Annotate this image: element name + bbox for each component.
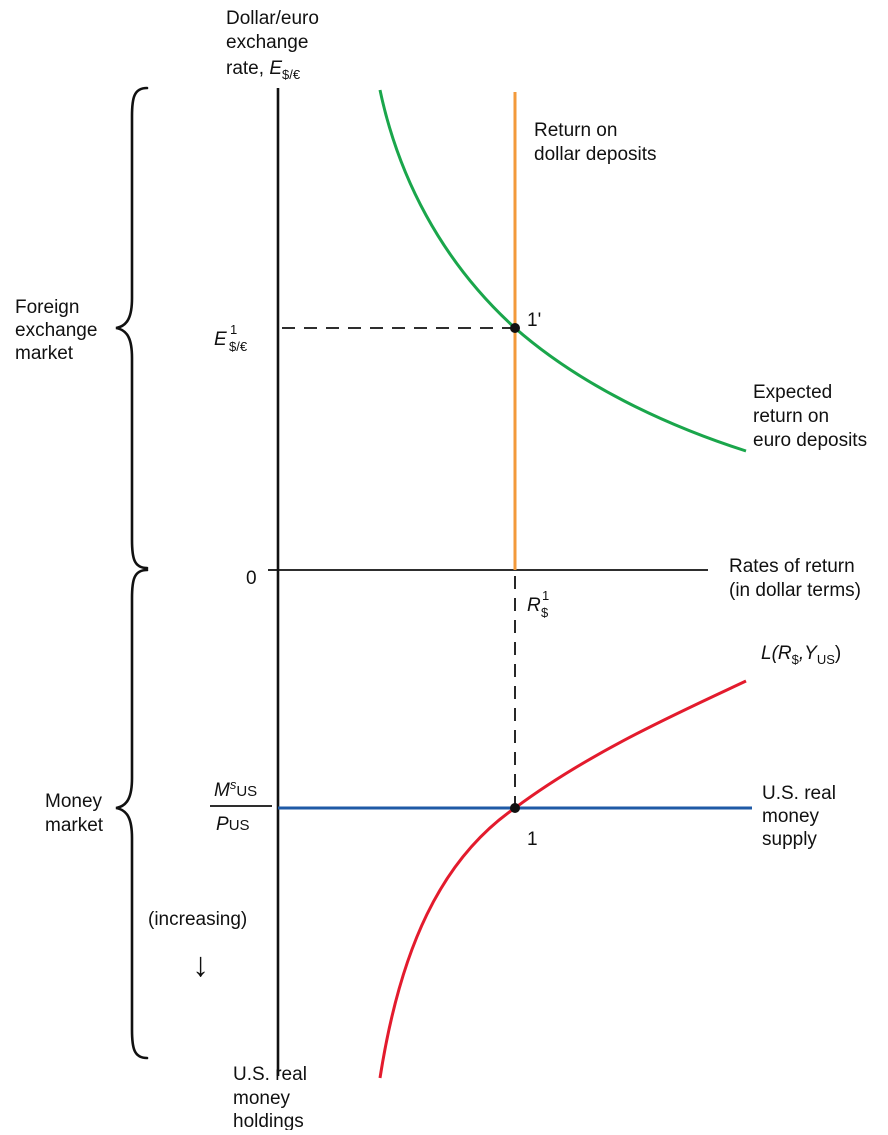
return-dollar-label: Return on dollar deposits [534,120,657,165]
money-demand-curve [378,679,747,1079]
r1-label: R 1 [527,588,549,616]
point-1prime-label: 1' [527,310,541,331]
money-market-label: Money market [45,791,107,836]
r1-subscript: $ [541,605,549,620]
ms-numerator: MsUS [214,777,257,801]
y-axis-title: Dollar/euro exchange rate, E$/€ [226,8,324,82]
zero-label: 0 [246,568,257,589]
money-market-brace [115,568,149,1060]
increasing-label: (increasing) [148,909,247,930]
money-demand-label: L(R$,YUS) [761,643,841,667]
equilibrium-point-1 [510,803,520,813]
point-1-label: 1 [527,829,538,850]
down-arrow-icon: ↓ [192,946,209,984]
fx-market-label: Foreign exchange market [15,297,103,364]
fx-market-brace [115,86,149,570]
equilibrium-point-1prime [510,323,520,333]
ms-denominator: PUS [216,814,250,835]
holdings-label: U.S. real money holdings [233,1064,312,1130]
e1-subscript: $/€ [229,339,248,354]
expected-euro-label: Expected return on euro deposits [753,382,867,451]
x-axis-title: Rates of return (in dollar terms) [729,556,861,601]
e1-label: E 1 [214,322,237,350]
money-supply-label: U.S. real money supply [762,783,841,850]
